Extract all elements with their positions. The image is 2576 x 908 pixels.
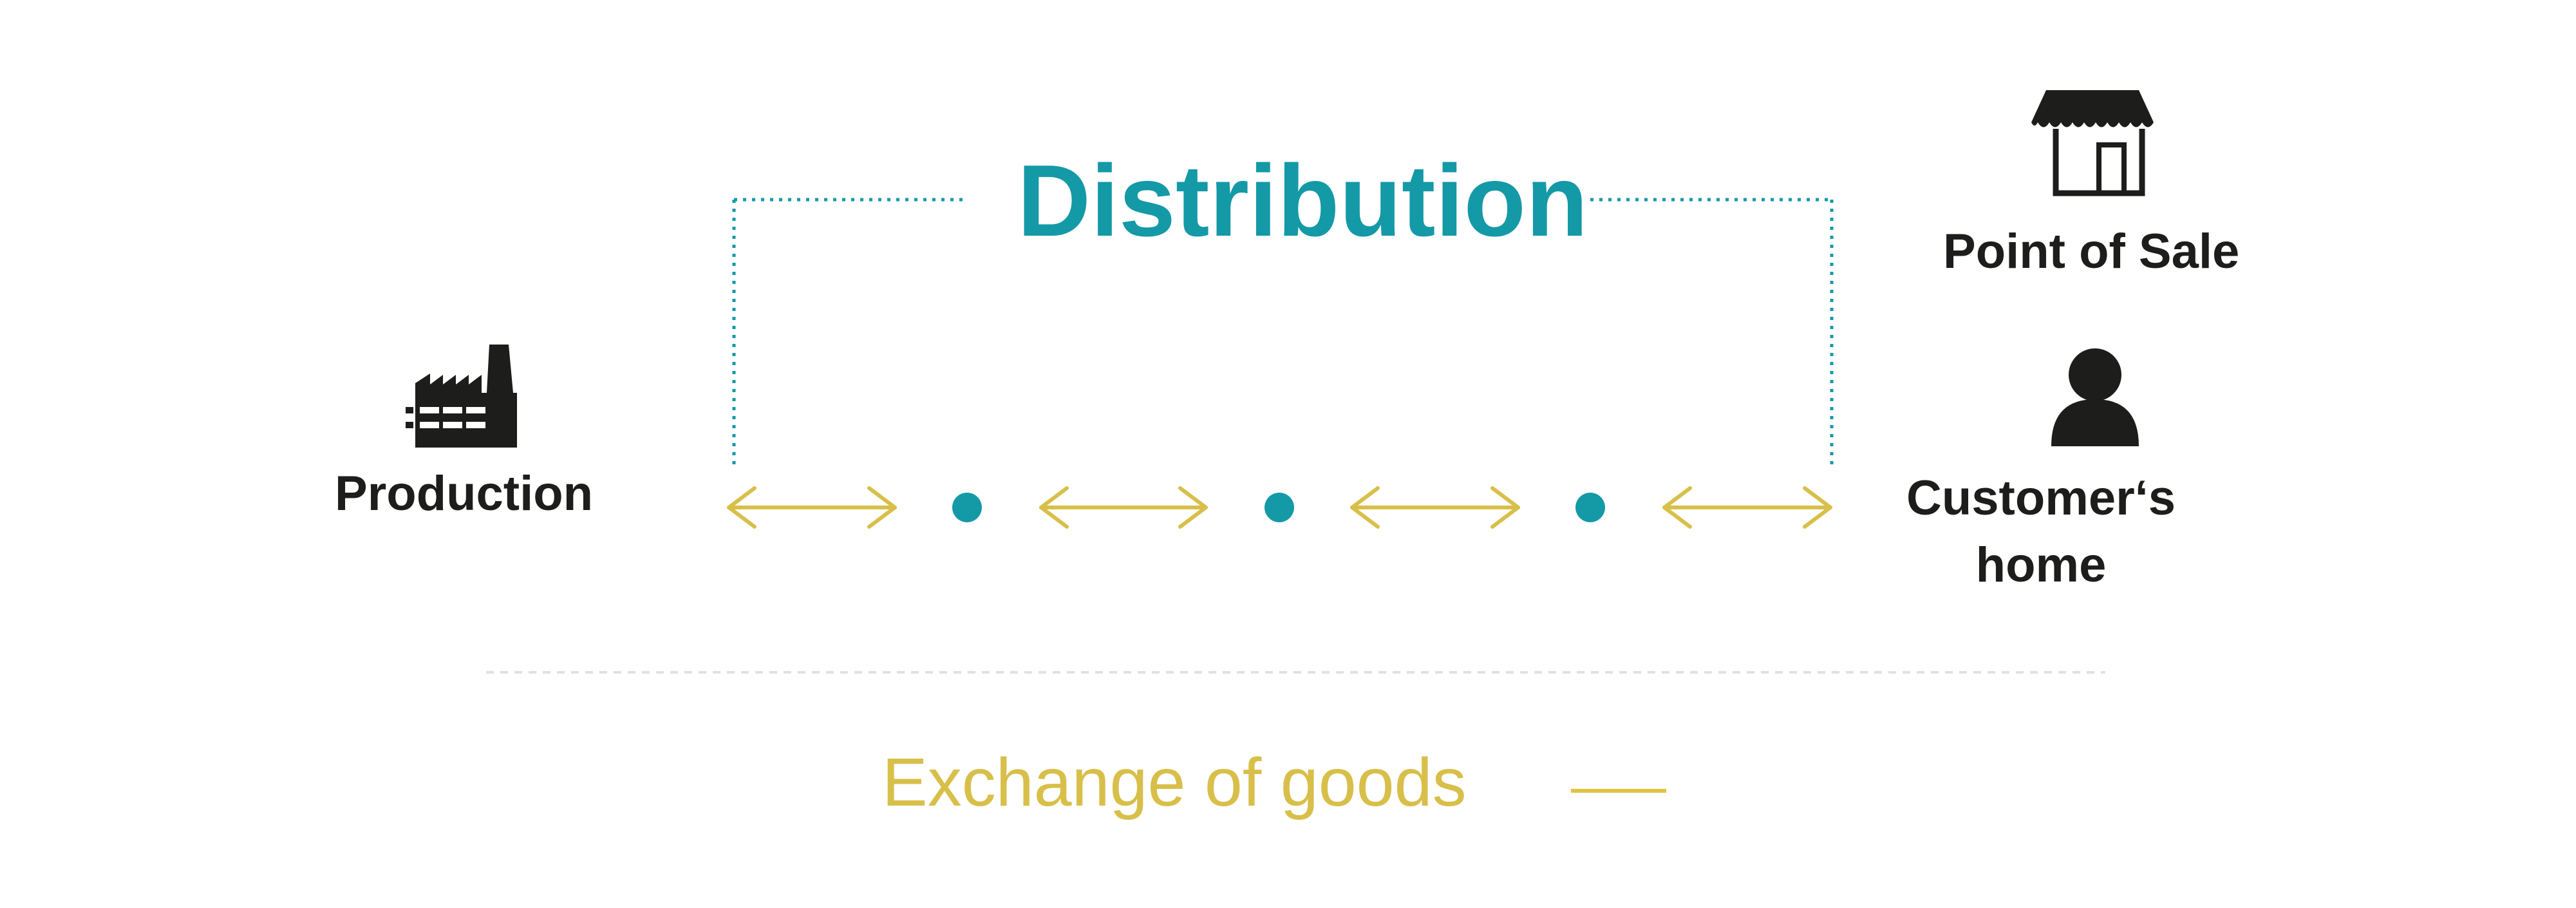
double-arrow-icon (727, 486, 897, 529)
double-arrow-icon (1350, 486, 1520, 529)
double-arrow-icon (1662, 486, 1832, 529)
customers-home-label: Customer‘s home (1893, 465, 2189, 599)
intermediary-dot (952, 493, 982, 522)
intermediary-dot (1575, 493, 1605, 522)
factory-icon (406, 345, 517, 448)
diagram-title: Distribution (1017, 144, 1588, 258)
store-icon (2031, 90, 2154, 196)
intermediary-dot (1264, 493, 1294, 522)
person-icon (2051, 348, 2139, 446)
goods-arrows (727, 486, 1832, 529)
production-label: Production (335, 466, 594, 521)
customers-home-label-line1: Customer‘s (1906, 471, 2176, 525)
point-of-sale-label: Point of Sale (1943, 224, 2240, 279)
intermediary-nodes (952, 493, 1605, 522)
customers-home-label-line2: home (1975, 538, 2107, 592)
distribution-bracket (732, 198, 1834, 469)
double-arrow-icon (1039, 486, 1208, 529)
legend-label: Exchange of goods (882, 744, 1467, 820)
